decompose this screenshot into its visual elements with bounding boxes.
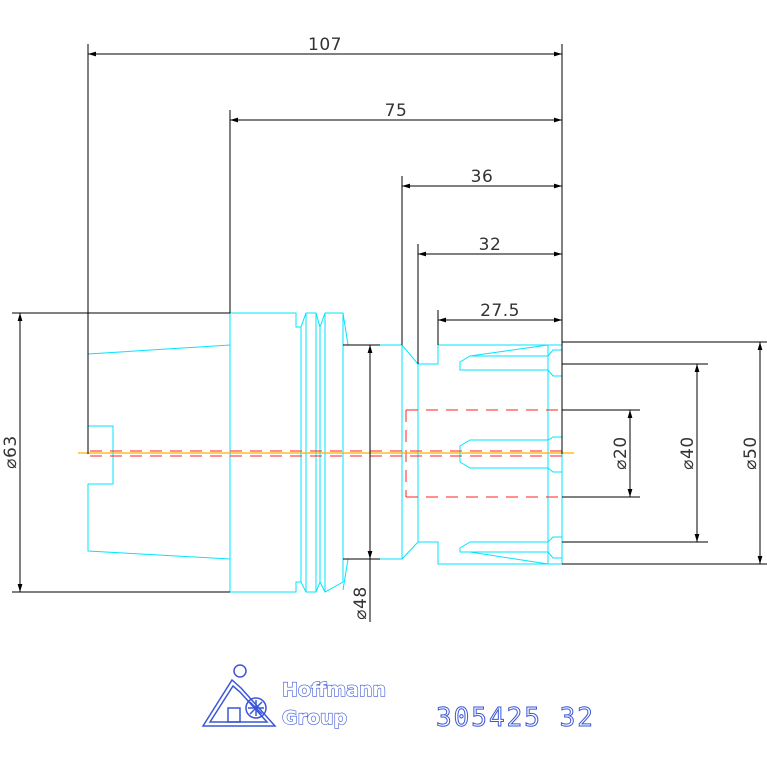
diameter-dimensions: ⌀63 ⌀48 ⌀20 ⌀40 ⌀50 bbox=[1, 312, 767, 622]
part-number: 305425 32 bbox=[436, 703, 595, 733]
dim-40-label: ⌀40 bbox=[678, 436, 698, 469]
nut-body bbox=[418, 344, 563, 565]
flange-front bbox=[319, 312, 344, 593]
nut-slot-mid bbox=[459, 436, 562, 473]
nut-slot-top bbox=[459, 349, 562, 377]
dim-75-label: 75 bbox=[385, 101, 408, 121]
dim-63-label: ⌀63 bbox=[1, 435, 21, 468]
dim-107-label: 107 bbox=[308, 35, 342, 55]
nut-slot-bottom-inner bbox=[469, 551, 549, 565]
flange-groove bbox=[300, 312, 321, 593]
dim-27-5-label: 27.5 bbox=[480, 301, 520, 321]
dim-32-label: 32 bbox=[479, 235, 502, 255]
hoffmann-logo: Hoffmann Group bbox=[201, 664, 387, 730]
dim-48-label: ⌀48 bbox=[351, 586, 371, 619]
brand-name-line1: Hoffmann bbox=[282, 679, 386, 701]
dim-20-label: ⌀20 bbox=[611, 436, 631, 469]
nut-slot-top-inner bbox=[469, 344, 549, 357]
brand-name-line2: Group bbox=[282, 707, 347, 729]
dim-50-label: ⌀50 bbox=[741, 436, 761, 469]
shank-taper bbox=[87, 344, 231, 560]
nut-slot-bottom bbox=[459, 536, 562, 559]
hoffmann-logo-icon bbox=[201, 664, 277, 727]
length-dimensions: 107 75 36 32 27.5 bbox=[87, 35, 563, 454]
dim-36-label: 36 bbox=[471, 167, 494, 187]
